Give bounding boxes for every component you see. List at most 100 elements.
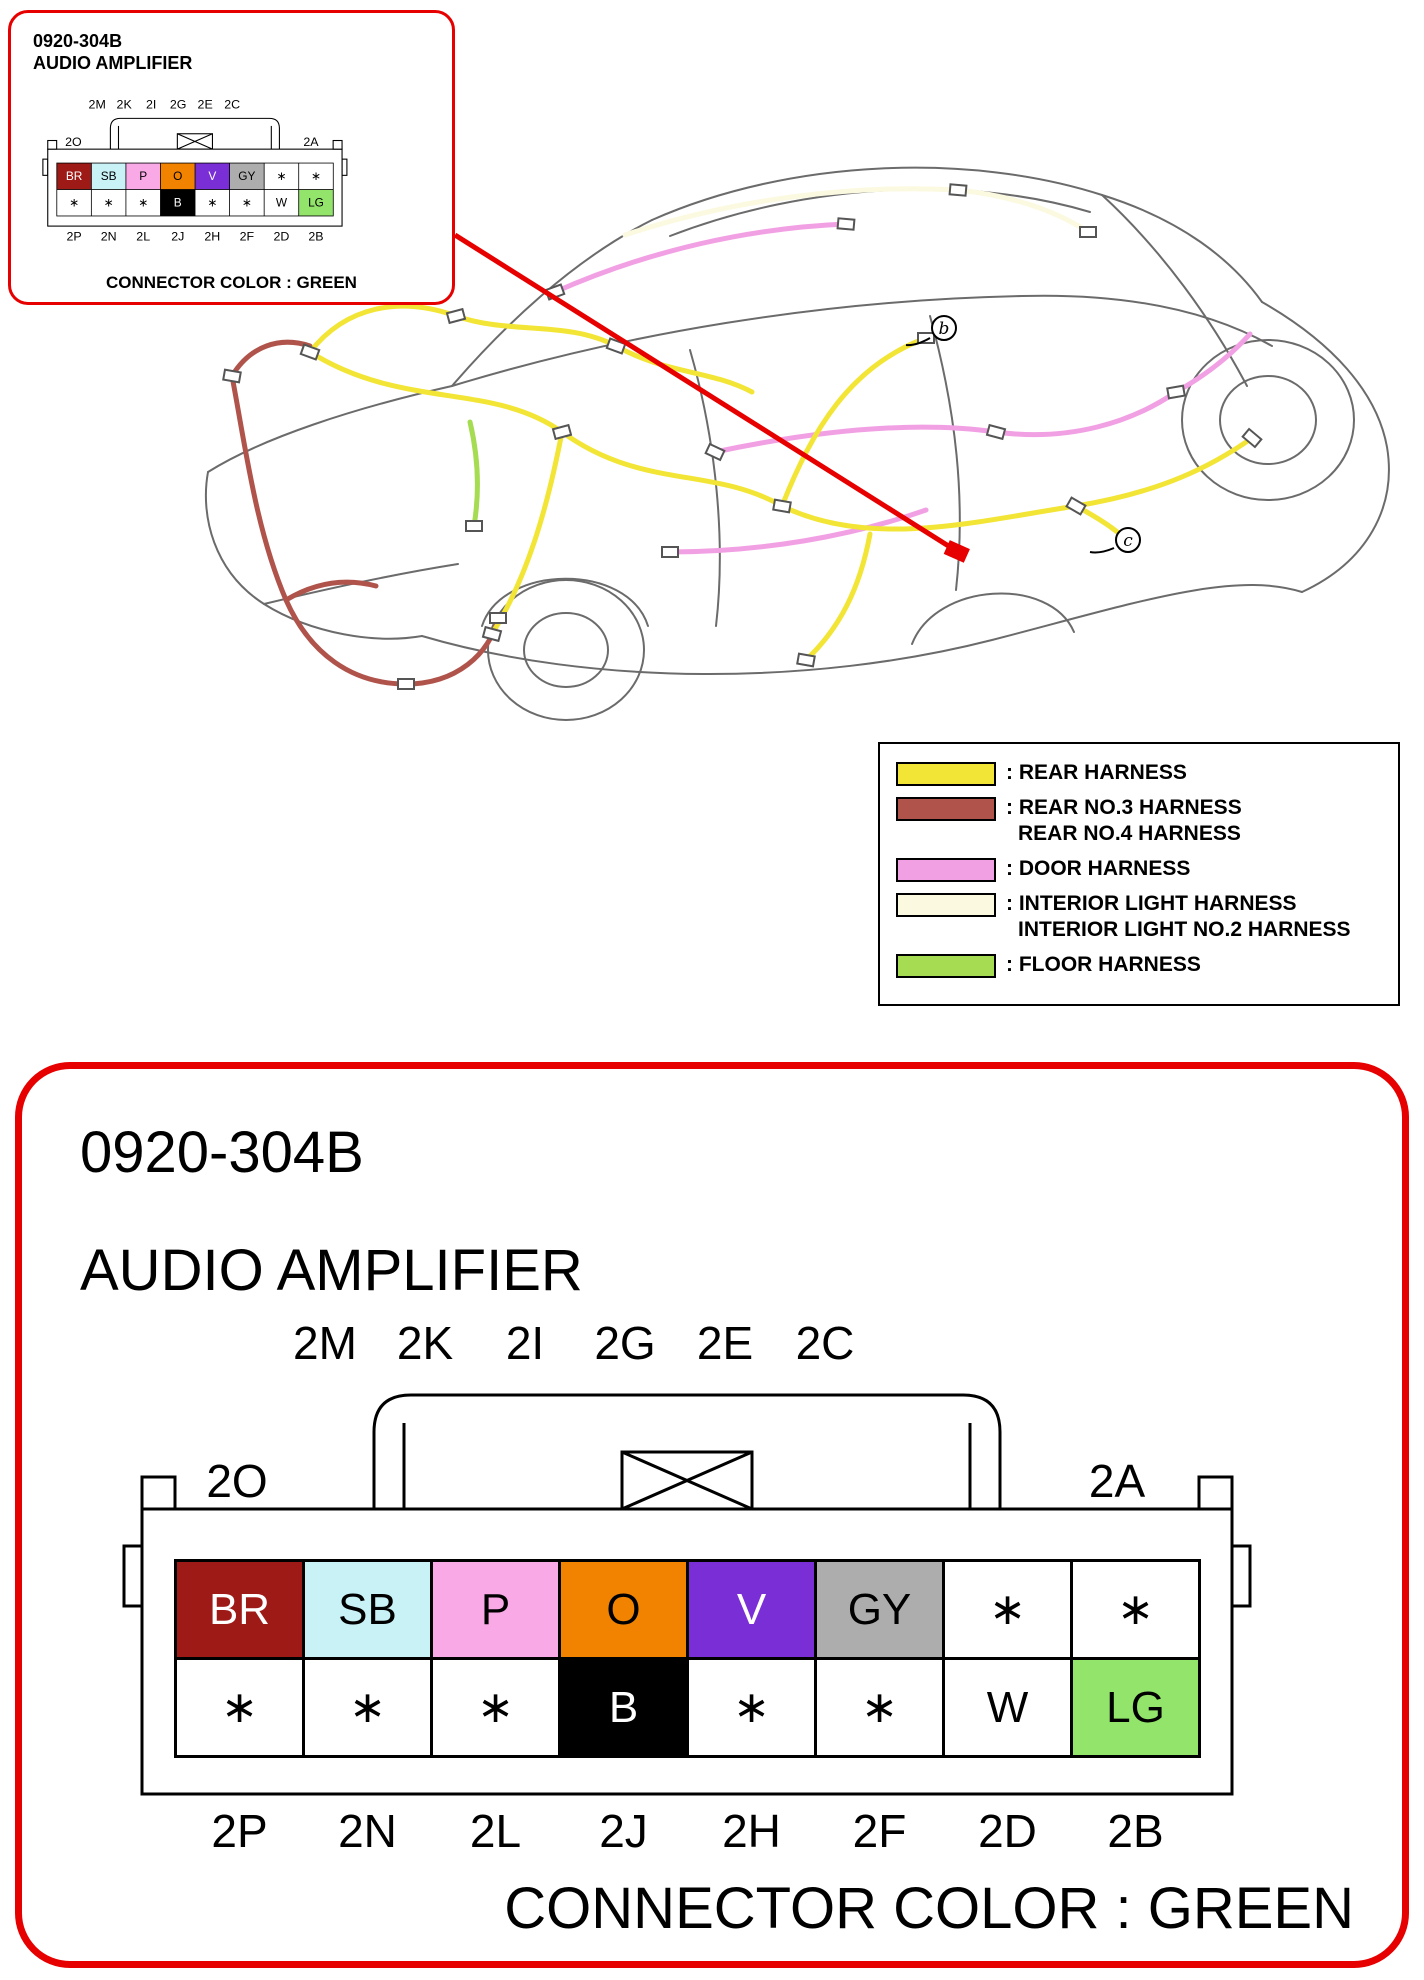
pin-cell: W: [945, 1660, 1070, 1755]
pin-cell: ∗: [177, 1660, 302, 1755]
pin-cell: ∗: [1073, 1562, 1198, 1657]
pin-row-label-2b: 2B: [308, 229, 324, 244]
pin-cell: ∗: [264, 163, 299, 190]
legend-item-rear-no3-no4-harness: : REAR NO.3 HARNESS REAR NO.4 HARNESS: [896, 795, 1398, 847]
pin-cell: V: [195, 163, 230, 190]
door-harness: [552, 221, 1253, 555]
pin-row-label-2c: 2C: [795, 1317, 855, 1369]
pin-cell: ∗: [945, 1562, 1070, 1657]
pin-row-label-2c: 2C: [224, 97, 241, 112]
connector-latch-arch: [109, 117, 280, 150]
pin-row-label-2j: 2J: [599, 1805, 648, 1857]
pin-cell: GY: [230, 163, 264, 190]
pin-cell: W: [264, 189, 299, 216]
pin-cell: ∗: [195, 189, 230, 216]
connector-bottom-row-labels: 2P 2N 2L 2J 2H 2F 2D 2B: [56, 229, 333, 244]
connector-top-row-labels: 2M 2K 2I 2G 2E 2C: [275, 1316, 875, 1370]
pin-row-label-2f: 2F: [852, 1805, 907, 1857]
connector-pinout-mini: 2M 2K 2I 2G 2E 2C 2O 2A BR SB P O V GY ∗…: [41, 83, 351, 247]
legend-label: : REAR HARNESS: [1006, 761, 1187, 784]
pin-cell: SB: [91, 163, 126, 190]
pin-row-label-2h: 2H: [722, 1805, 781, 1857]
pin-cell: ∗: [126, 189, 161, 216]
pin-row-label-2a: 2A: [303, 134, 319, 149]
pin-grid: BR SB P O V GY ∗ ∗ ∗ ∗ ∗ B ∗ ∗ W LG: [174, 1559, 1201, 1758]
pin-cell: ∗: [230, 189, 264, 216]
legend-swatch: [896, 954, 996, 978]
pin-row-label-2g: 2G: [594, 1317, 656, 1369]
pin-row-label-2h: 2H: [204, 229, 221, 244]
pin-row-label-2n: 2N: [100, 229, 117, 244]
legend-label: : DOOR HARNESS: [1006, 857, 1191, 880]
pin-cell: B: [561, 1660, 686, 1755]
pin-cell: V: [689, 1562, 814, 1657]
legend-label-line2: REAR NO.4 HARNESS: [1018, 822, 1241, 845]
pin-row-label-2m: 2M: [88, 97, 106, 112]
pin-cell: B: [160, 189, 195, 216]
connector-pinout-diagram: 2M 2K 2I 2G 2E 2C 2O 2A BR SB P O V GY ∗…: [41, 83, 349, 245]
pin-cell: ∗: [57, 189, 91, 216]
legend-swatch: [896, 797, 996, 821]
pin-cell: ∗: [689, 1660, 814, 1755]
pin-row-label-2o: 2O: [206, 1455, 268, 1507]
legend-swatch: [896, 762, 996, 786]
pin-row-label-2l: 2L: [469, 1805, 522, 1857]
connector-detail-card: 0920-304B AUDIO AMPLIFIER 2M 2K 2I 2G 2E…: [15, 1062, 1409, 1968]
pin-row-label-2n: 2N: [338, 1805, 397, 1857]
component-name: AUDIO AMPLIFIER: [33, 53, 193, 73]
pin-cell: O: [160, 163, 195, 190]
location-marker-c: c: [1089, 527, 1141, 554]
pin-row-label-2i: 2I: [505, 1317, 545, 1369]
pin-row-label-2p: 2P: [66, 229, 82, 244]
pin-cell: BR: [177, 1562, 302, 1657]
pin-row-label-2p: 2P: [211, 1805, 268, 1857]
pin-cell: ∗: [91, 189, 126, 216]
pin-cell: ∗: [433, 1660, 558, 1755]
pin-cell: P: [126, 163, 161, 190]
pin-row-label-2d: 2D: [273, 229, 290, 244]
connector-pinout-diagram: 2M 2K 2I 2G 2E 2C 2O 2A BR SB P O V GY ∗…: [117, 1264, 1257, 1864]
pin-cell: GY: [817, 1562, 942, 1657]
legend-item-floor-harness: : FLOOR HARNESS: [896, 952, 1398, 978]
harness-legend: : REAR HARNESS : REAR NO.3 HARNESS REAR N…: [878, 742, 1400, 1006]
legend-swatch: [896, 858, 996, 882]
harness-connector-blocks: [222, 183, 1263, 690]
pin-row-label-2m: 2M: [293, 1317, 357, 1369]
component-name: AUDIO AMPLIFIER: [80, 1238, 583, 1303]
part-number: 0920-304B: [33, 31, 123, 51]
connector-top-row-labels: 2M 2K 2I 2G 2E 2C: [84, 97, 246, 112]
pin-row-label-2g: 2G: [169, 97, 187, 112]
legend-label: : FLOOR HARNESS: [1006, 953, 1201, 976]
pin-cell: ∗: [305, 1660, 430, 1755]
pin-row-label-2k: 2K: [116, 97, 132, 112]
marker-c-label: c: [1123, 531, 1133, 551]
legend-label-line2: INTERIOR LIGHT NO.2 HARNESS: [1018, 918, 1351, 941]
part-number: 0920-304B: [80, 1120, 364, 1185]
pin-row-label-2j: 2J: [171, 229, 185, 244]
pin-row-label-2l: 2L: [136, 229, 151, 244]
pin-cell: O: [561, 1562, 686, 1657]
pin-row-label-2d: 2D: [978, 1805, 1037, 1857]
connector-latch-arch: [372, 1393, 1002, 1509]
pin-cell: LG: [1073, 1660, 1198, 1755]
pin-grid: BR SB P O V GY ∗ ∗ ∗ ∗ ∗ B ∗ ∗ W LG: [56, 162, 334, 217]
marker-b-label: b: [939, 319, 950, 339]
pin-row-label-2e: 2E: [696, 1317, 754, 1369]
pin-row-label-2b: 2B: [1107, 1805, 1164, 1857]
legend-label: : REAR NO.3 HARNESS: [1006, 796, 1242, 819]
pin-cell: LG: [299, 189, 333, 216]
connector-color-label: CONNECTOR COLOR : GREEN: [106, 273, 357, 292]
legend-item-rear-harness: : REAR HARNESS: [896, 760, 1398, 786]
pin-cell: P: [433, 1562, 558, 1657]
pin-row-label-2a: 2A: [1088, 1455, 1146, 1507]
pin-row-label-2o: 2O: [65, 134, 82, 149]
pin-row-label-2e: 2E: [197, 97, 213, 112]
pin-row-label-2f: 2F: [239, 229, 255, 244]
legend-item-door-harness: : DOOR HARNESS: [896, 856, 1398, 882]
rear-no3-no4-harness: [229, 339, 501, 687]
interior-light-harness: [622, 186, 1091, 238]
location-marker-b: b: [905, 315, 957, 347]
rear-harness: [307, 303, 1255, 663]
pin-row-label-2i: 2I: [145, 97, 157, 112]
